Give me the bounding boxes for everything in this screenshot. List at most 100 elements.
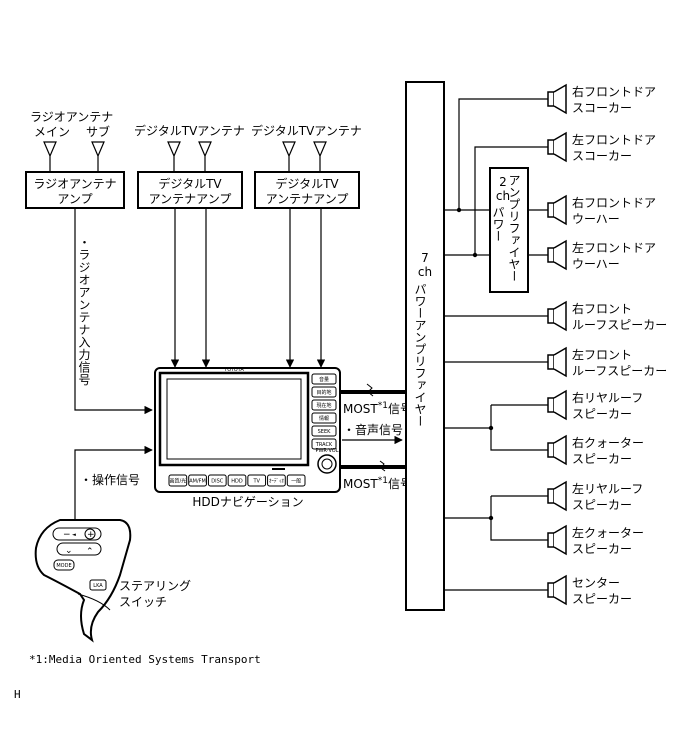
speaker-icon — [547, 239, 567, 271]
speaker-label-2: ルーフスピーカー — [572, 318, 667, 332]
navigation-screen-inner — [166, 378, 302, 460]
mode-button-label: MODE — [56, 563, 71, 569]
most-signal-label-bottom: MOST*1信号 — [343, 476, 412, 491]
volume-down-icon: ◄ — [72, 532, 76, 538]
amp7-ch-unit: ch — [418, 265, 432, 279]
tv-antenna-icon — [167, 141, 327, 172]
speaker-label-2: ルーフスピーカー — [572, 364, 667, 378]
mode-button[interactable] — [53, 559, 75, 571]
tv-antenna-amp-box-1 — [137, 171, 243, 209]
amp2-label-2: アンプリファイヤー — [507, 174, 521, 282]
speaker-label-2: ウーハー — [572, 212, 620, 226]
brand-logo: TOYOTA — [223, 367, 244, 373]
tv-amp2-label-2: アンテナアンプ — [266, 192, 349, 206]
radio-input-signal-label: ・ラジオアンテナ入力信号 — [77, 236, 91, 386]
nav-bottom-button-label: DISC — [211, 479, 223, 485]
nav-bottom-button[interactable] — [247, 474, 267, 487]
speaker-label-1: 右フロント — [572, 301, 632, 316]
amp7-ch-number: 7 — [421, 251, 429, 265]
speaker-label-1: 左クォーター — [572, 525, 644, 540]
speaker-icon — [547, 131, 567, 163]
radio-antenna-sub-label: サブ — [86, 124, 110, 139]
speaker-label-2: スピーカー — [572, 498, 632, 512]
steering-label-1: ステアリング — [119, 579, 191, 593]
speaker-label-1: 右リヤルーフ — [572, 390, 643, 405]
amp7-label: パワーアンプリファイヤー — [413, 283, 427, 427]
amp2-ch-unit: ch — [496, 189, 510, 203]
nav-side-button[interactable] — [311, 399, 337, 411]
speaker-list: 右フロントドアスコーカー左フロントドアスコーカー右フロントドアウーハー左フロント… — [547, 83, 667, 606]
tv-amp2-label-1: デジタルTV — [275, 176, 339, 191]
speaker-icon — [547, 524, 567, 556]
operation-signal-line — [74, 445, 153, 520]
footnote: *1:Media Oriented Systems Transport — [29, 653, 261, 666]
speaker-label-2: スコーカー — [572, 149, 632, 163]
nav-bottom-button[interactable] — [286, 474, 306, 487]
7ch-power-amplifier-label: 7ch パワーアンプリファイヤー — [413, 251, 432, 427]
tv-antenna-amp-box-2 — [254, 171, 360, 209]
steering-label-2: スイッチ — [119, 595, 167, 609]
lka-button[interactable] — [89, 579, 107, 591]
nav-bottom-button[interactable] — [188, 474, 207, 487]
volume-minus-icon: − — [63, 530, 71, 540]
nav-side-button[interactable] — [311, 386, 337, 398]
corner-mark: H — [14, 688, 21, 701]
steering-seek-rocker — [56, 542, 102, 556]
speaker-label-2: ウーハー — [572, 257, 620, 271]
nav-bottom-button[interactable] — [227, 474, 247, 487]
nav-side-button[interactable] — [311, 373, 337, 385]
digital-tv-antenna-label-2: デジタルTVアンテナ — [251, 123, 362, 138]
speaker-label-1: 左フロントドア — [572, 132, 656, 147]
7ch-power-amplifier-box — [405, 81, 445, 611]
speaker-icon — [547, 480, 567, 512]
speaker-label-1: 右クォーター — [572, 435, 644, 450]
radio-amp-label-1: ラジオアンテナ — [33, 177, 116, 191]
nav-side-button[interactable] — [311, 412, 337, 424]
nav-bottom-button-label: HDD — [231, 479, 243, 485]
nav-bottom-button[interactable] — [267, 474, 286, 487]
nav-bottom-button-label: 一般 — [291, 478, 301, 485]
radio-antenna-amp-box — [25, 171, 125, 209]
speaker-label-1: 右フロントドア — [572, 84, 656, 99]
nav-bottom-button[interactable] — [168, 474, 188, 487]
volume-plus-icon: + — [87, 530, 95, 540]
nav-side-button[interactable] — [311, 438, 337, 450]
nav-bottom-button[interactable] — [207, 474, 227, 487]
radio-sub-antenna-icon — [91, 141, 105, 172]
operation-signal-label: ・操作信号 — [80, 472, 140, 487]
radio-antenna-main-label: メイン — [34, 125, 70, 139]
radio-input-signal-text: ・ラジオアンテナ入力信号 — [77, 236, 91, 386]
navigation-label: HDDナビゲーション — [192, 495, 303, 509]
speaker-icon — [547, 346, 567, 378]
speaker-icon — [547, 300, 567, 332]
speaker-label-1: センター — [572, 576, 620, 590]
lka-button-label: LKA — [93, 583, 103, 589]
nav-side-button-label: SEEK — [318, 429, 331, 435]
radio-input-line — [74, 208, 153, 415]
speaker-label-2: スピーカー — [572, 542, 632, 556]
most-signal-label-top: MOST*1信号 — [343, 401, 412, 416]
volume-up-icon[interactable] — [84, 528, 96, 540]
speaker-label-1: 右フロントドア — [572, 195, 656, 210]
2ch-power-amplifier-box — [489, 167, 529, 293]
seek-up-icon: ⌃ — [86, 547, 94, 557]
nav-bottom-button-label: AM/FM — [189, 479, 206, 485]
radio-antenna-label: ラジオアンテナ — [30, 110, 113, 124]
speaker-wiring — [444, 98, 548, 591]
nav-side-button-label: 現在地 — [316, 402, 331, 409]
speaker-icon — [547, 574, 567, 606]
nav-side-button-label: 情報 — [319, 415, 329, 422]
amp2-label-1: パワー — [491, 206, 505, 242]
nav-side-button[interactable] — [311, 425, 337, 437]
volume-knob-label: PWR·VOL — [315, 448, 338, 454]
speaker-label-2: スコーカー — [572, 101, 632, 115]
nav-bottom-button-label: ｵｰﾃﾞｨｵ — [269, 478, 285, 485]
nav-side-button-label: 目的地 — [316, 389, 331, 396]
speaker-label-2: スピーカー — [572, 407, 632, 421]
nav-bottom-button-label: 画質/光 — [170, 478, 187, 485]
speaker-label-1: 左リヤルーフ — [572, 481, 643, 496]
